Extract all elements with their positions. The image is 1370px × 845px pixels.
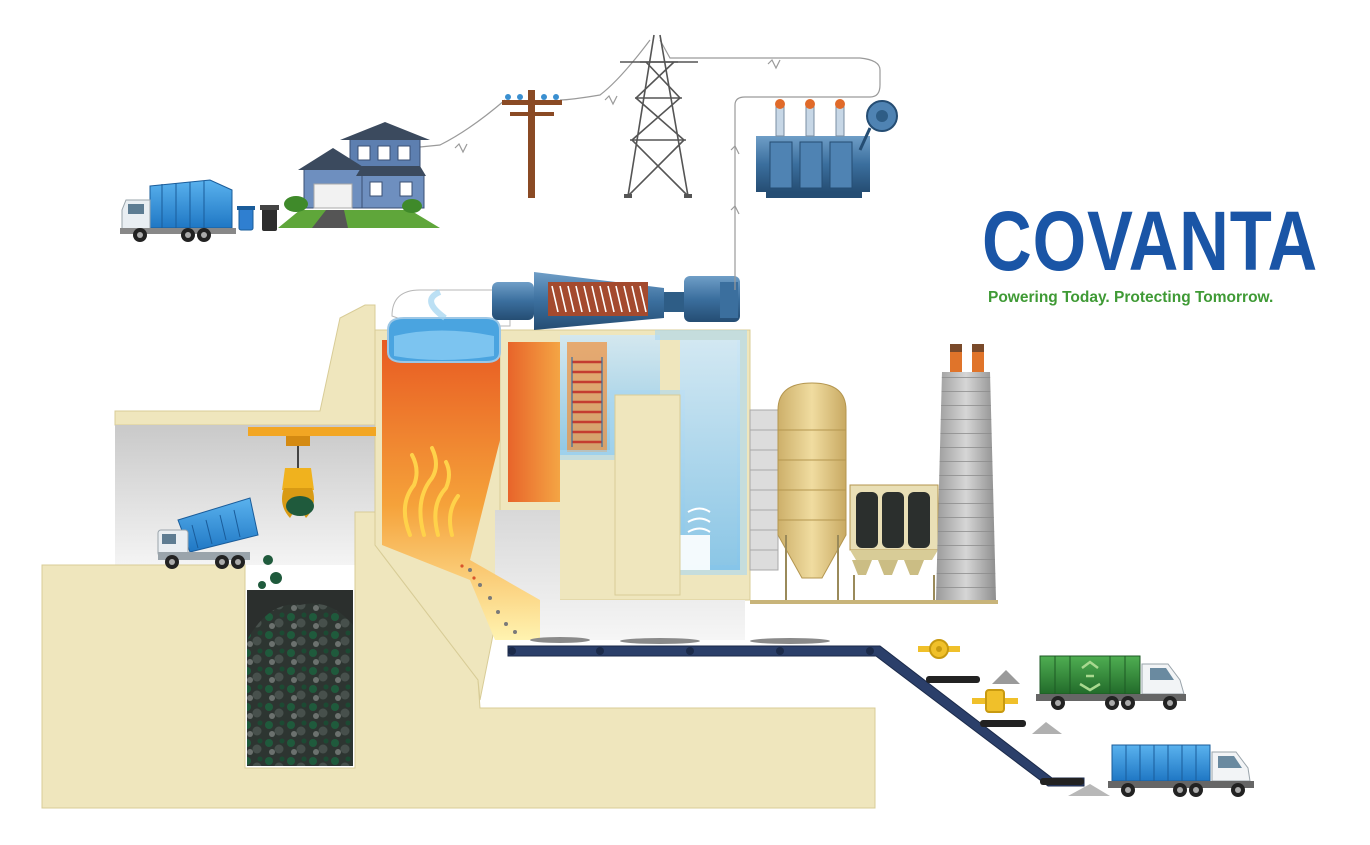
ash-hopper-zone [495, 510, 745, 640]
smokestack-icon [936, 344, 996, 600]
refuse-pit-icon [247, 590, 353, 766]
turbine-generator-icon [492, 272, 740, 330]
recycling-bin-icon [237, 206, 255, 231]
platform-rail [750, 600, 998, 604]
garbage-truck-icon [120, 179, 236, 242]
baghouse-filter-icon [849, 484, 939, 600]
recycle-symbol-icon [1079, 660, 1101, 692]
metal-recycling-truck-icon [1036, 655, 1186, 710]
ash-conveyor-icon [507, 637, 1085, 787]
furnace-icon [382, 340, 540, 640]
furnace-flame-icon [402, 446, 460, 537]
crane-grapple-icon [248, 427, 376, 518]
steam-drum-icon [387, 289, 511, 363]
ash-truck-icon [1108, 744, 1254, 797]
eddy-current-separator-icon [972, 689, 1018, 713]
scrubber-silo-icon [749, 382, 847, 600]
superheater-coil-icon [572, 360, 602, 444]
trash-bin-icon [260, 205, 279, 231]
boiler-icon [508, 330, 747, 596]
steam-swirl-icon [687, 507, 711, 533]
dump-truck-icon [157, 497, 282, 589]
transformer-icon [756, 99, 898, 198]
house-icon [278, 122, 440, 228]
transmission-tower-icon [620, 34, 698, 198]
covanta-tagline: Powering Today. Protecting Tomorrow. [988, 289, 1274, 306]
utility-pole-icon [502, 90, 562, 198]
covanta-wordmark: COVANTA [982, 194, 1319, 288]
ash-particles [460, 564, 517, 634]
power-lines [409, 39, 881, 290]
metal-piles [992, 670, 1110, 796]
magnet-separator-icon [918, 639, 960, 659]
